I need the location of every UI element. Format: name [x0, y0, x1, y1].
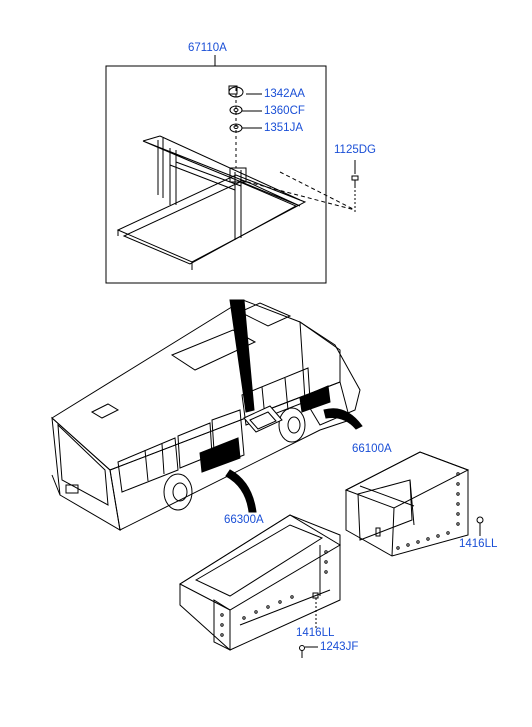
label-1416ll-left: 1416LL	[296, 627, 335, 639]
label-66300a: 66300A	[224, 514, 264, 526]
box-66100a-holes	[396, 472, 460, 550]
label-1351ja: 1351JA	[264, 122, 304, 134]
box-66100a-drawing	[344, 451, 484, 557]
bus-drawing	[51, 299, 363, 531]
fastener-stack	[228, 85, 262, 133]
label-1416ll-right: 1416LL	[459, 538, 498, 550]
label-66100a: 66100A	[352, 443, 392, 455]
label-1125dg: 1125DG	[334, 144, 376, 156]
frame-structure-drawing	[116, 88, 356, 270]
tray-66300a-drawing	[178, 514, 341, 658]
label-1243jf: 1243JF	[320, 641, 359, 653]
label-67110a: 67110A	[188, 42, 227, 54]
tray-66300a-holes	[220, 550, 328, 637]
label-1360cf: 1360CF	[264, 105, 305, 117]
frame-assembly-box	[105, 55, 327, 284]
bolt-1125dg	[351, 160, 359, 188]
label-1342aa: 1342AA	[264, 88, 305, 100]
